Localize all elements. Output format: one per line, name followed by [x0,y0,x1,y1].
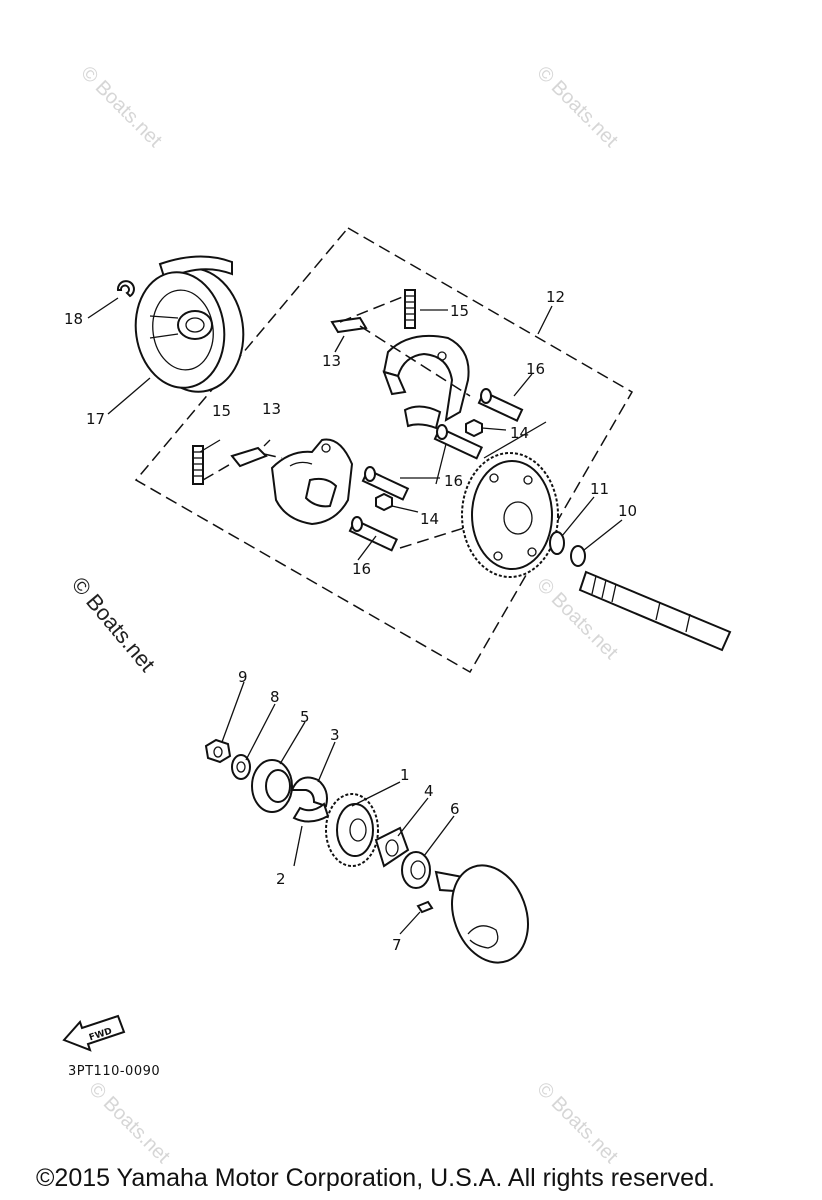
callout-6: 6 [450,800,460,818]
leader-lines [87,295,623,935]
callout-4: 4 [424,782,434,800]
callout-14-lower: 14 [420,510,439,528]
callout-8: 8 [270,688,280,706]
part-13-plate-upper [330,316,368,334]
part-14-washer-upper [465,418,483,438]
fwd-arrow-icon: FWD [62,1014,126,1052]
part-7-key [416,900,434,914]
callout-5: 5 [300,708,310,726]
callout-16-mid: 16 [444,472,463,490]
part-16-pin-mid [433,424,484,460]
callout-17: 17 [86,410,105,428]
callout-12: 12 [546,288,565,306]
part-16-pin-lower-b [348,516,399,552]
callout-9: 9 [238,668,248,686]
part-6-bearing [401,851,431,889]
part-upper-clutch-shoe [382,334,470,430]
part-15-spring-lower [192,445,204,485]
callout-18: 18 [64,310,83,328]
callout-16-lower: 16 [352,560,371,578]
part-crank-web [434,864,529,964]
part-14-washer-lower [375,492,393,512]
callout-7: 7 [392,936,402,954]
part-lower-clutch-shoe [270,438,354,526]
callout-10: 10 [618,502,637,520]
callout-16-upper: 16 [526,360,545,378]
part-5-hub [251,759,293,813]
callout-11: 11 [590,480,609,498]
part-18-circlip [116,280,135,298]
part-shaft [578,570,732,652]
part-1-gear [325,793,379,867]
diagram-code: 3PT110-0090 [68,1064,161,1079]
part-large-gear [461,452,559,578]
part-3-bush-upper [290,776,328,808]
callout-3: 3 [330,726,340,744]
part-10-circlip [570,545,586,567]
callout-13-lower: 13 [262,400,281,418]
assembly-boundary [134,227,634,674]
part-15-spring-upper [404,289,416,329]
part-16-pin-upper [477,388,524,422]
part-8-washer [231,754,251,780]
part-9-nut [204,738,232,764]
part-13-plate-lower [230,446,268,468]
part-2-bush-lower [292,802,330,823]
callout-15-lower: 15 [212,402,231,420]
callout-13-upper: 13 [322,352,341,370]
callout-14-upper: 14 [510,424,529,442]
part-11-washer [549,531,565,555]
copyright-notice: ©2015 Yamaha Motor Corporation, U.S.A. A… [36,1164,715,1192]
callout-2: 2 [276,870,286,888]
part-17-clutch-housing [134,255,245,393]
part-16-pin-lower-a [361,466,410,501]
callout-1: 1 [400,766,410,784]
callout-15-upper: 15 [450,302,469,320]
part-4-plate [374,826,410,868]
